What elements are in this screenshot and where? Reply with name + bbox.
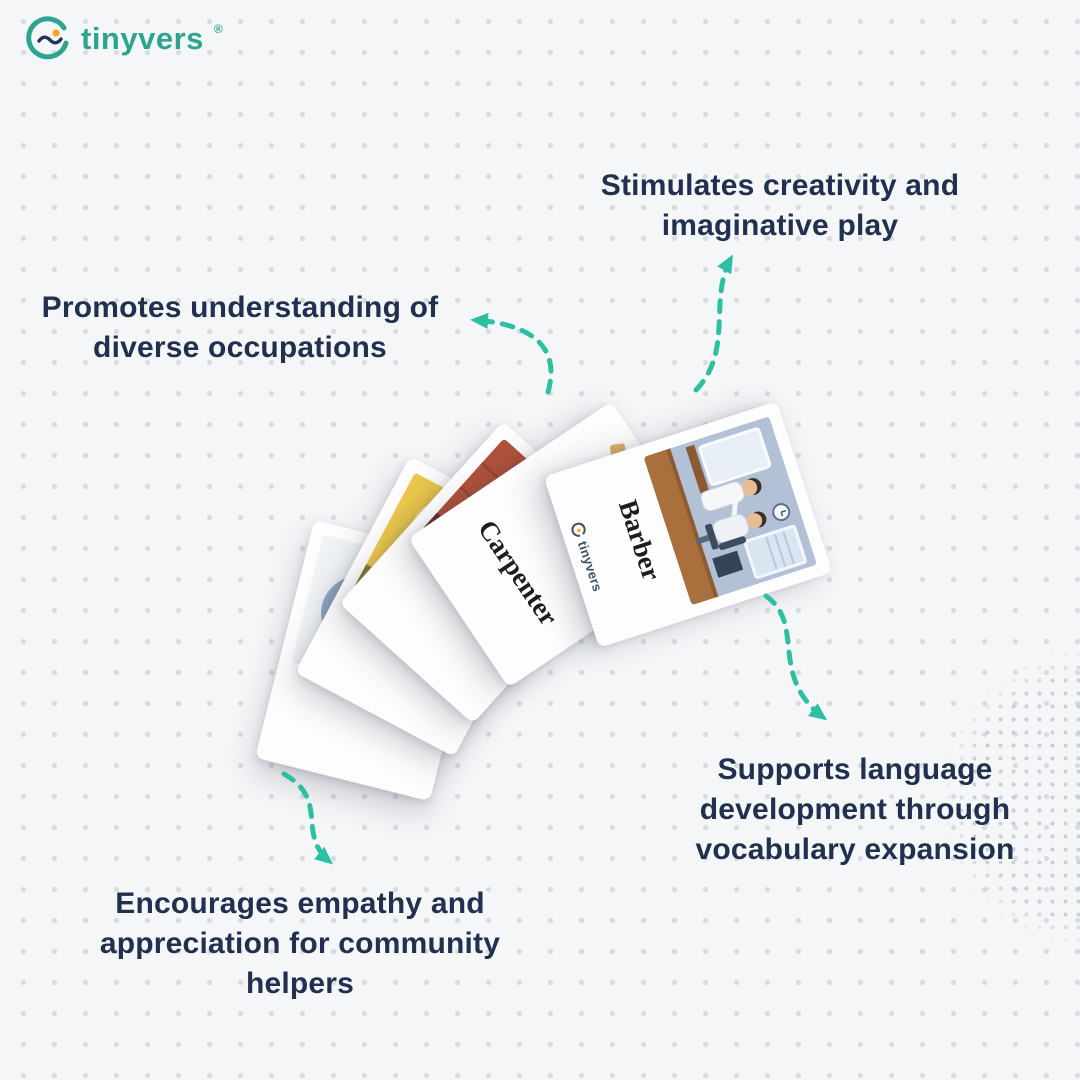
arrow-to-creativity bbox=[693, 254, 734, 393]
flashcard-barber: Barber tinyvers bbox=[543, 401, 833, 648]
benefit-creativity: Stimulates creativity and imaginative pl… bbox=[600, 169, 960, 242]
arrow-to-language bbox=[763, 593, 828, 721]
arrow-to-empathy bbox=[281, 771, 334, 865]
brand-swirl-icon-small bbox=[571, 522, 586, 538]
brand-logo: tinyvers ® bbox=[26, 16, 223, 62]
registered-trademark: ® bbox=[213, 22, 223, 36]
flashcard-brand-name: tinyvers bbox=[574, 539, 606, 594]
arrow-to-occupations bbox=[470, 312, 554, 395]
brand-name: tinyvers bbox=[81, 21, 204, 56]
brand-swirl-icon bbox=[26, 16, 69, 60]
card-illustration-barber bbox=[643, 416, 818, 606]
flashcard-brand-logo: tinyvers bbox=[552, 469, 622, 645]
benefit-empathy: Encourages empathy and appreciation for … bbox=[99, 887, 501, 1000]
barber-shop-illustration bbox=[643, 416, 818, 606]
benefit-language: Supports language development through vo… bbox=[695, 753, 1015, 866]
benefit-occupations: Promotes understanding of diverse occupa… bbox=[41, 291, 439, 364]
